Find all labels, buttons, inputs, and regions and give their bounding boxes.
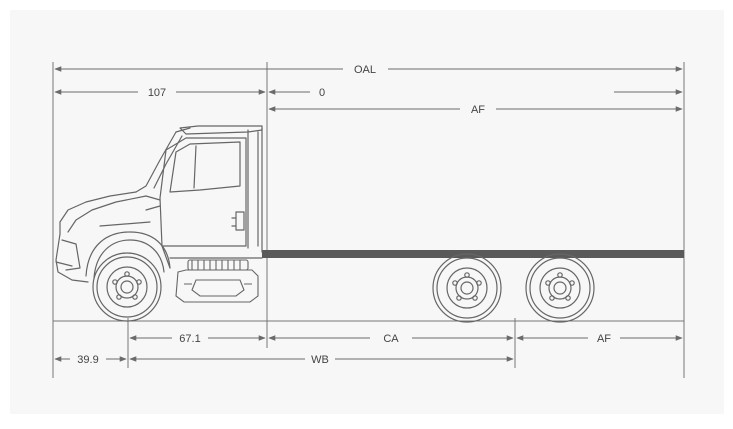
cab-zero-label: 0 [319, 87, 325, 99]
oal-label: OAL [354, 64, 376, 76]
rear-wheel-2 [525, 253, 595, 323]
background-panel [10, 10, 724, 414]
fuel-tank [175, 259, 259, 303]
af-bottom-label: AF [597, 333, 611, 345]
front-axle-offset-label: 67.1 [179, 333, 200, 345]
front-overhang-label: 39.9 [77, 354, 98, 366]
af-top-label: AF [471, 104, 485, 116]
rear-wheel-1 [432, 253, 502, 323]
front-wheel [92, 252, 162, 322]
extension-lines [52, 62, 685, 378]
wb-label: WB [311, 354, 329, 366]
ca-label: CA [383, 333, 399, 345]
bumper-to-cab-label: 107 [148, 87, 166, 99]
truck-cab [55, 125, 263, 283]
dimension-lines [54, 66, 683, 362]
